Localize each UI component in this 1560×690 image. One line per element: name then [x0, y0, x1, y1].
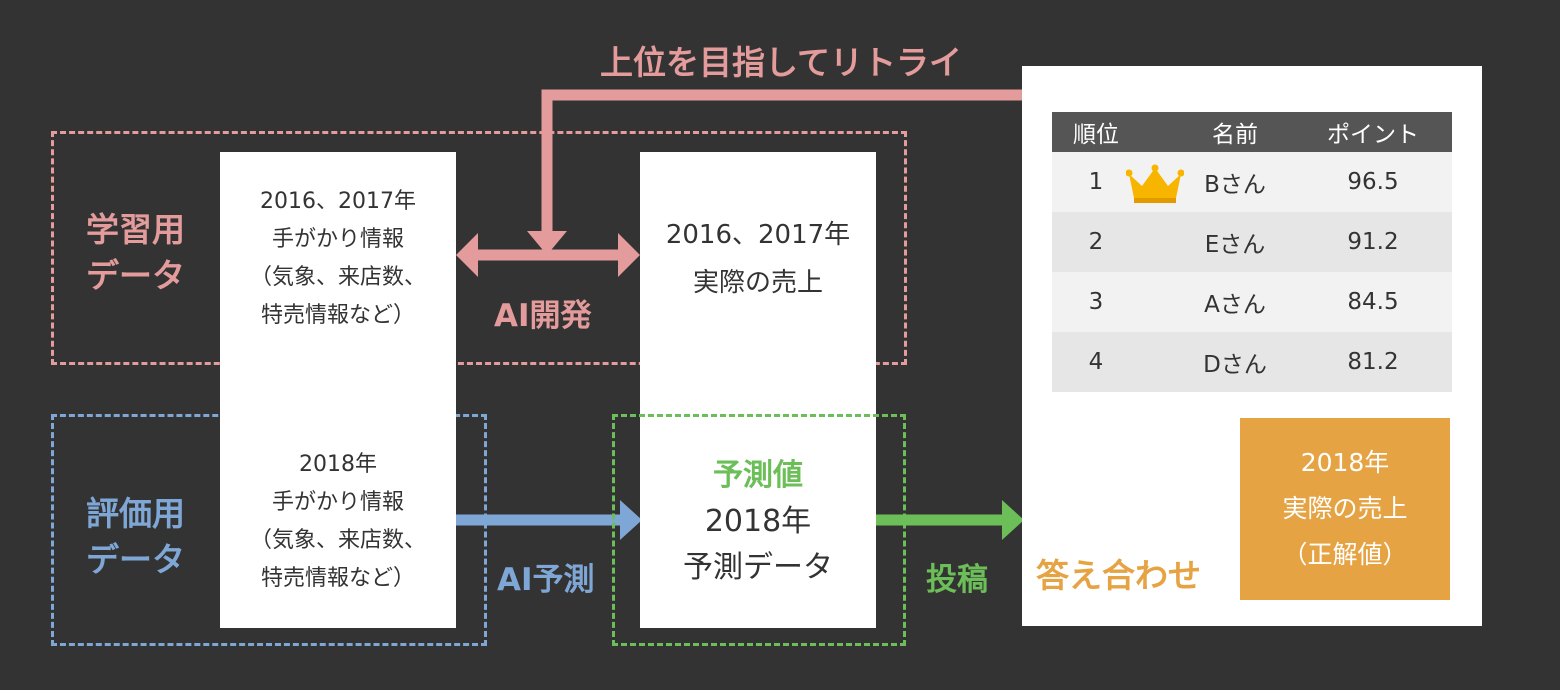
leaderboard-header: 順位 名前 ポイント: [1052, 112, 1452, 152]
submit-label: 投稿: [926, 562, 988, 598]
prediction-label: 予測データ: [683, 550, 833, 585]
header-name: 名前: [1212, 122, 1258, 148]
header-points: ポイント: [1327, 122, 1419, 148]
training-clue-line: （気象、来店数、: [249, 265, 426, 290]
answer-matching-label: 答え合わせ: [1036, 556, 1201, 595]
row-points: 96.5: [1347, 169, 1399, 195]
header-rank: 順位: [1073, 122, 1119, 148]
ai-dev-label: AI開発: [494, 298, 592, 334]
answer-label: 実際の売上: [1282, 494, 1408, 523]
crown-icon: [1125, 164, 1185, 210]
leaderboard-row: 3 Aさん 84.5: [1052, 272, 1452, 332]
row-points: 84.5: [1347, 289, 1399, 315]
ai-dev-arrowhead-left: [456, 233, 478, 277]
row-points: 81.2: [1347, 349, 1399, 375]
row-points: 91.2: [1347, 229, 1399, 255]
evaluation-clue-line: 2018年: [299, 452, 377, 477]
row-name: Aさん: [1204, 292, 1266, 318]
training-data-label-line: データ: [86, 256, 185, 295]
training-sales-box: 2016、2017年 実際の売上: [640, 152, 876, 366]
leaderboard-row: 4 Dさん 81.2: [1052, 332, 1452, 392]
ai-predict-label: AI予測: [497, 562, 595, 598]
submit-arrowhead: [1002, 500, 1024, 540]
retry-arrow: [541, 89, 1022, 236]
ai-predict-arrowhead: [620, 500, 642, 540]
retry-arrowhead: [527, 231, 567, 255]
training-clue-line: 2016、2017年: [260, 189, 416, 214]
evaluation-data-label-line: 評価用: [86, 494, 185, 533]
prediction-year: 2018年: [704, 504, 812, 539]
training-sales-line: 実際の売上: [692, 268, 823, 298]
ai-dev-arrowhead-right: [618, 233, 640, 277]
row-name: Bさん: [1204, 172, 1266, 198]
evaluation-clue-box: 2018年 手がかり情報 （気象、来店数、 特売情報など）: [220, 416, 456, 628]
row-rank: 1: [1088, 169, 1104, 195]
training-data-label: 学習用 データ: [86, 207, 185, 299]
sales-box-gap: [640, 366, 876, 416]
evaluation-clue-line: （気象、来店数、: [249, 528, 426, 553]
row-rank: 2: [1088, 229, 1104, 255]
evaluation-data-label: 評価用 データ: [86, 491, 185, 583]
row-name: Dさん: [1203, 352, 1267, 378]
prediction-group-frame: [612, 414, 906, 646]
training-clue-line: 手がかり情報: [271, 227, 404, 252]
prediction-box: 予測値 2018年 予測データ: [640, 416, 876, 628]
row-rank: 3: [1088, 289, 1104, 315]
leaderboard-row: 2 Eさん 91.2: [1052, 212, 1452, 272]
evaluation-clue-line: 特売情報など）: [260, 566, 415, 591]
training-data-label-line: 学習用: [86, 210, 185, 249]
training-clue-line: 特売情報など）: [260, 303, 415, 328]
training-sales-line: 2016、2017年: [665, 220, 851, 250]
leaderboard-row: 1 Bさん 96.5: [1052, 152, 1452, 212]
row-rank: 4: [1088, 349, 1104, 375]
answer-note: （正解値）: [1282, 540, 1408, 569]
prediction-title: 予測値: [713, 458, 803, 493]
row-name: Eさん: [1204, 232, 1266, 258]
clue-box-gap: [220, 366, 456, 416]
training-data-group-frame: [51, 131, 907, 365]
training-clue-box: 2016、2017年 手がかり情報 （気象、来店数、 特売情報など）: [220, 152, 456, 366]
evaluation-clue-line: 手がかり情報: [271, 490, 404, 515]
answer-year: 2018年: [1300, 448, 1390, 477]
evaluation-data-label-line: データ: [86, 540, 185, 579]
retry-label: 上位を目指してリトライ: [600, 43, 963, 82]
answer-box: 2018年 実際の売上 （正解値）: [1240, 418, 1450, 600]
